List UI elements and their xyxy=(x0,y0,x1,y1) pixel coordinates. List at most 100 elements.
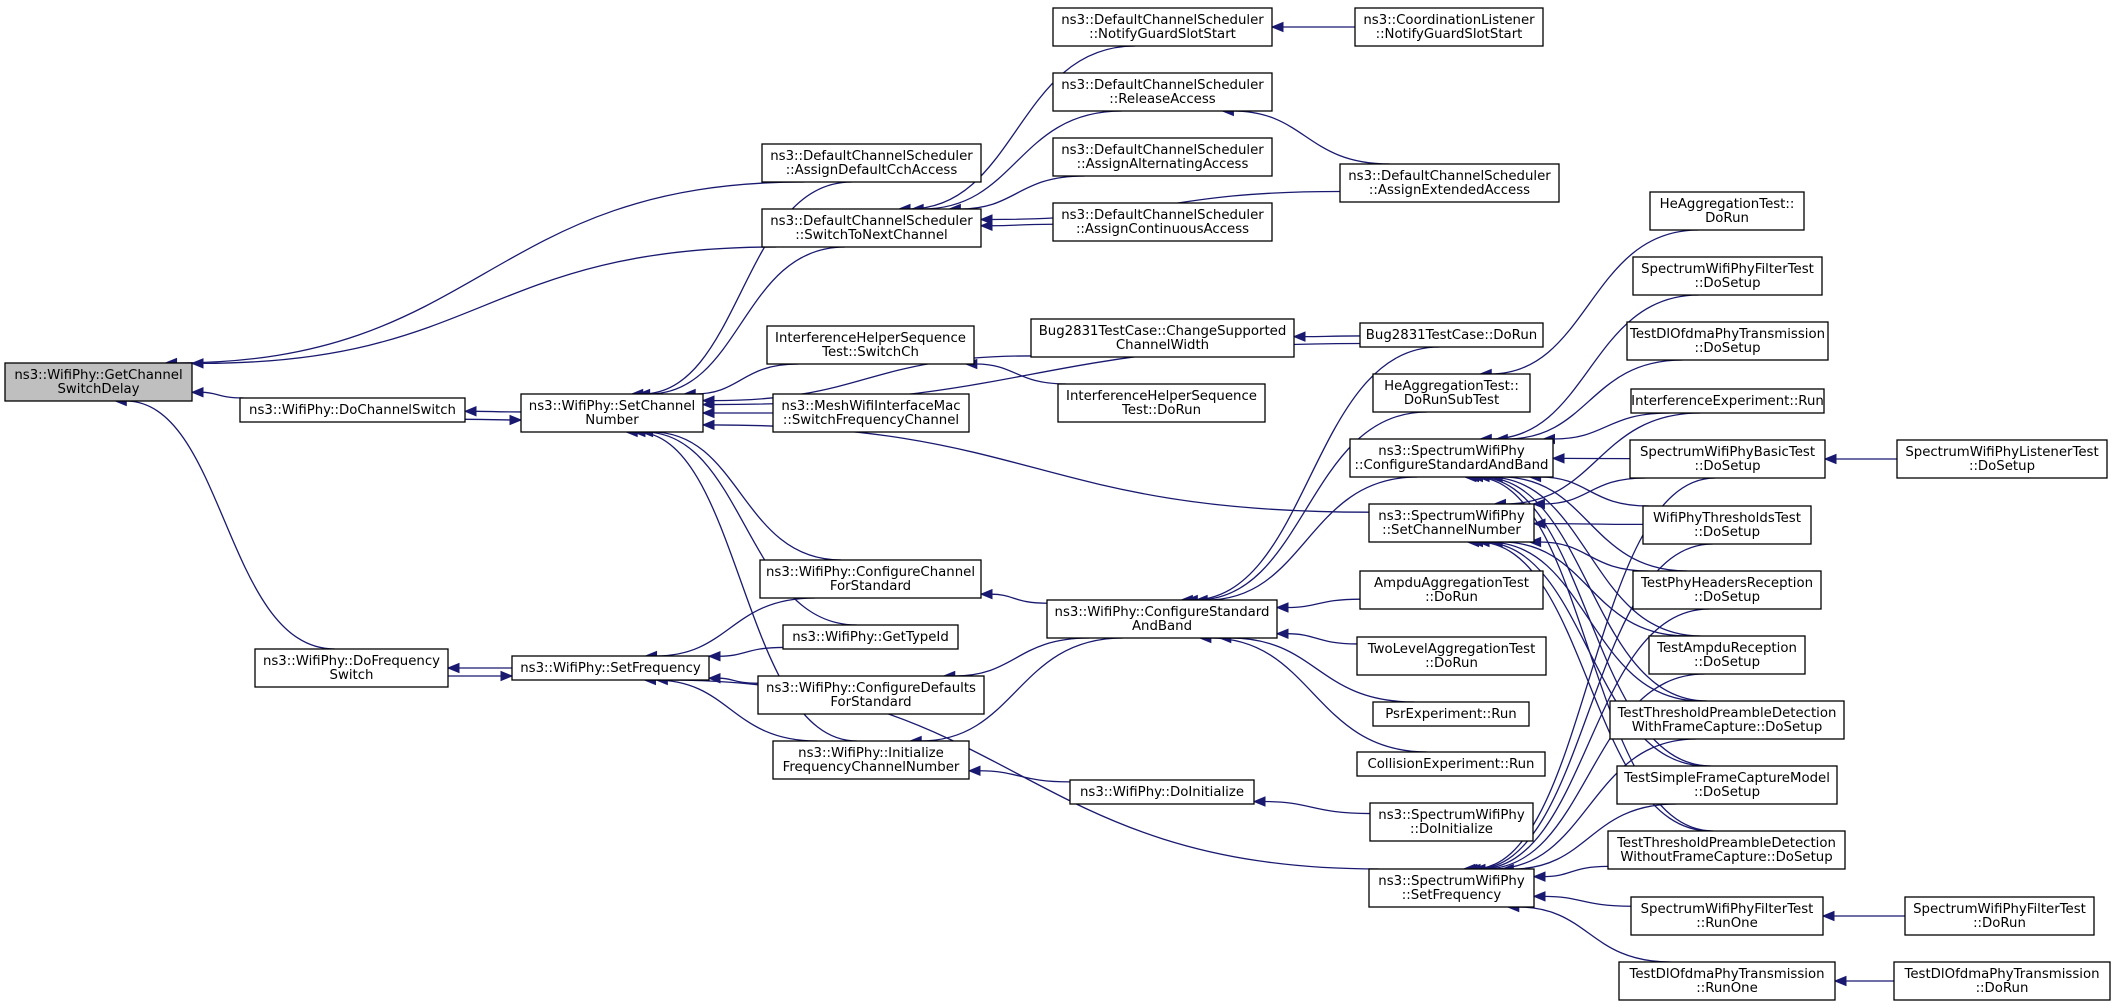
node-spectrum-setchannelnumber[interactable]: ns3::SpectrumWifiPhy::SetChannelNumber xyxy=(1368,503,1535,543)
node-testdlofdma-dosetup[interactable]: TestDlOfdmaPhyTransmission::DoSetup xyxy=(1626,321,1829,361)
edge-swpbasictest-dosetup-to-spectrum-setchannelnumber xyxy=(1532,477,1646,510)
node-label: DoRunSubTest xyxy=(1404,393,1499,408)
node-bug2831-changesupported[interactable]: Bug2831TestCase::ChangeSupportedChannelW… xyxy=(1030,318,1295,358)
node-configurechannelforstandard[interactable]: ns3::WifiPhy::ConfigureChannelForStandar… xyxy=(759,559,982,599)
node-swplistenertest-dosetup[interactable]: SpectrumWifiPhyListenerTest::DoSetup xyxy=(1896,439,2108,479)
node-switchtonextchannel[interactable]: ns3::DefaultChannelScheduler::SwitchToNe… xyxy=(761,208,982,248)
node-box xyxy=(1368,868,1535,908)
node-spectrum-setfrequency[interactable]: ns3::SpectrumWifiPhy::SetFrequency xyxy=(1368,868,1535,908)
node-box xyxy=(1052,202,1273,242)
node-heagg-dorun[interactable]: HeAggregationTest::DoRun xyxy=(1649,191,1805,231)
node-label: ns3::MeshWifiInterfaceMac xyxy=(781,399,960,414)
node-label: WithFrameCapture::DoSetup xyxy=(1632,720,1823,735)
edge-line xyxy=(474,410,522,413)
node-spectrum-configurestandardandband[interactable]: ns3::SpectrumWifiPhy::ConfigureStandardA… xyxy=(1349,438,1554,478)
edge-arrowhead xyxy=(701,399,715,410)
node-label: ::NotifyGuardSlotStart xyxy=(1376,27,1523,42)
node-testphyheadersreception-dosetup[interactable]: TestPhyHeadersReception::DoSetup xyxy=(1632,570,1822,610)
node-assigndefaultcchaccess[interactable]: ns3::DefaultChannelScheduler::AssignDefa… xyxy=(761,143,982,183)
node-box xyxy=(1904,896,2095,936)
node-setfrequency[interactable]: ns3::WifiPhy::SetFrequency xyxy=(511,655,710,681)
node-coord-notifyguardslotstart[interactable]: ns3::CoordinationListener::NotifyGuardSl… xyxy=(1354,7,1544,47)
node-testthresholdwithoutcapture-dosetup[interactable]: TestThresholdPreambleDetectionWithoutFra… xyxy=(1607,830,1846,870)
node-label: ns3::WifiPhy::SetFrequency xyxy=(520,661,701,676)
edge-line xyxy=(1473,477,1716,870)
node-setchannelnumber[interactable]: ns3::WifiPhy::SetChannelNumber xyxy=(520,393,704,433)
node-swpbasictest-dosetup[interactable]: SpectrumWifiPhyBasicTest::DoSetup xyxy=(1629,439,1826,479)
edge-line xyxy=(1517,906,1671,963)
node-label: ChannelWidth xyxy=(1116,338,1209,353)
node-wifi-configurestandardandband[interactable]: ns3::WifiPhy::ConfigureStandardAndBand xyxy=(1046,599,1278,639)
node-assignextendedaccess[interactable]: ns3::DefaultChannelScheduler::AssignExte… xyxy=(1339,163,1560,203)
node-psrexperiment-run[interactable]: PsrExperiment::Run xyxy=(1372,701,1530,727)
edge-testphyheadersreception-dosetup-to-spectrum-setchannelnumber xyxy=(1528,536,1649,572)
node-initializefreqchannelnumber[interactable]: ns3::WifiPhy::InitializeFrequencyChannel… xyxy=(772,740,970,780)
node-testthresholdwithcapture-dosetup[interactable]: TestThresholdPreambleDetectionWithFrameC… xyxy=(1609,700,1845,740)
node-swpfiltertest-dosetup[interactable]: SpectrumWifiPhyFilterTest::DoSetup xyxy=(1632,256,1823,296)
node-heagg-dorunsubtest[interactable]: HeAggregationTest::DoRunSubTest xyxy=(1372,373,1531,413)
node-label: ns3::SpectrumWifiPhy xyxy=(1378,444,1525,459)
edge-arrowhead xyxy=(967,765,981,777)
node-ampduagg-dorun[interactable]: AmpduAggregationTest::DoRun xyxy=(1359,570,1544,610)
node-label: ::DoRun xyxy=(1425,590,1478,605)
node-testdlofdma-dorun[interactable]: TestDlOfdmaPhyTransmission::DoRun xyxy=(1893,961,2111,1001)
node-interferenceexperiment-run[interactable]: InterferenceExperiment::Run xyxy=(1630,388,1825,414)
node-bug2831-dorun[interactable]: Bug2831TestCase::DoRun xyxy=(1359,322,1544,348)
node-label: ::DoSetup xyxy=(1694,785,1760,800)
node-box xyxy=(1632,570,1822,610)
node-label: ns3::WifiPhy::ConfigureDefaults xyxy=(766,681,976,696)
edge-arrowhead xyxy=(1532,891,1546,902)
edge-arrowhead xyxy=(1532,498,1545,510)
node-box xyxy=(1046,599,1278,639)
node-collisionexperiment-run[interactable]: CollisionExperiment::Run xyxy=(1356,751,1546,777)
node-notifyguardslotstart[interactable]: ns3::DefaultChannelScheduler::NotifyGuar… xyxy=(1052,7,1273,47)
node-swpfiltertest-dorun[interactable]: SpectrumWifiPhyFilterTest::DoRun xyxy=(1904,896,2095,936)
node-wifi-doinitialize[interactable]: ns3::WifiPhy::DoInitialize xyxy=(1069,779,1255,805)
node-label: SpectrumWifiPhyFilterTest xyxy=(1913,902,2086,917)
node-label: ns3::WifiPhy::GetChannel xyxy=(14,368,182,383)
node-label: PsrExperiment::Run xyxy=(1385,707,1516,722)
node-box xyxy=(759,559,982,599)
node-testampdureception-dosetup[interactable]: TestAmpduReception::DoSetup xyxy=(1648,635,1806,675)
node-testdlofdma-runone[interactable]: TestDlOfdmaPhyTransmission::RunOne xyxy=(1618,961,1836,1001)
edge-line xyxy=(1475,543,1713,870)
node-box xyxy=(1648,635,1806,675)
node-box xyxy=(766,325,975,365)
node-meshswitchfreq[interactable]: ns3::MeshWifiInterfaceMac::SwitchFrequen… xyxy=(772,393,970,433)
node-dochannelswitch[interactable]: ns3::WifiPhy::DoChannelSwitch xyxy=(239,397,466,423)
edge-meshswitchfreq-to-setchannelnumber xyxy=(701,407,774,419)
node-label: Bug2831TestCase::DoRun xyxy=(1366,328,1537,343)
edge-testampdureception-dosetup-to-spectrum-configurestandardandband xyxy=(1476,471,1701,637)
node-label: ns3::DefaultChannelScheduler xyxy=(1061,208,1264,223)
edge-configuredefaultsforstandard-to-setfrequency xyxy=(707,672,759,684)
node-releaseaccess[interactable]: ns3::DefaultChannelScheduler::ReleaseAcc… xyxy=(1052,72,1273,112)
node-twolevelagg-dorun[interactable]: TwoLevelAggregationTest::DoRun xyxy=(1356,636,1547,676)
node-label: ns3::WifiPhy::GetTypeId xyxy=(792,630,949,645)
node-box xyxy=(1356,636,1547,676)
node-assigncontinuousaccess[interactable]: ns3::DefaultChannelScheduler::AssignCont… xyxy=(1052,202,1273,242)
node-gettypeid[interactable]: ns3::WifiPhy::GetTypeId xyxy=(782,624,959,650)
node-configuredefaultsforstandard[interactable]: ns3::WifiPhy::ConfigureDefaultsForStanda… xyxy=(757,675,985,715)
node-label: ::AssignExtendedAccess xyxy=(1369,183,1530,198)
node-assignalternatingaccess[interactable]: ns3::DefaultChannelScheduler::AssignAlte… xyxy=(1052,137,1273,177)
edge-setchannelnumber-to-dochannelswitch xyxy=(463,406,522,417)
node-swpfiltertest-runone[interactable]: SpectrumWifiPhyFilterTest::RunOne xyxy=(1630,896,1824,936)
edge-line xyxy=(1191,346,1440,601)
node-label: ns3::SpectrumWifiPhy xyxy=(1378,509,1525,524)
node-box xyxy=(782,624,959,650)
node-testsimpleframecapture-dosetup[interactable]: TestSimpleFrameCaptureModel::DoSetup xyxy=(1616,765,1838,805)
edge-wifi-configurestandardandband-to-configuredefaultsforstandard xyxy=(942,637,1090,682)
node-box xyxy=(254,648,449,688)
node-label: SpectrumWifiPhyFilterTest xyxy=(1641,262,1814,277)
node-label: InterferenceHelperSequence xyxy=(1066,389,1257,404)
node-box xyxy=(1339,163,1560,203)
node-label: ns3::SpectrumWifiPhy xyxy=(1378,874,1525,889)
edge-assigncontinuousaccess-to-switchtonextchannel xyxy=(979,220,1054,231)
node-label: ns3::WifiPhy::DoChannelSwitch xyxy=(249,403,456,418)
node-spectrum-doinitialize[interactable]: ns3::SpectrumWifiPhy::DoInitialize xyxy=(1369,802,1534,842)
node-wifiphythresholdstest-dosetup[interactable]: WifiPhyThresholdsTest::DoSetup xyxy=(1642,505,1812,545)
